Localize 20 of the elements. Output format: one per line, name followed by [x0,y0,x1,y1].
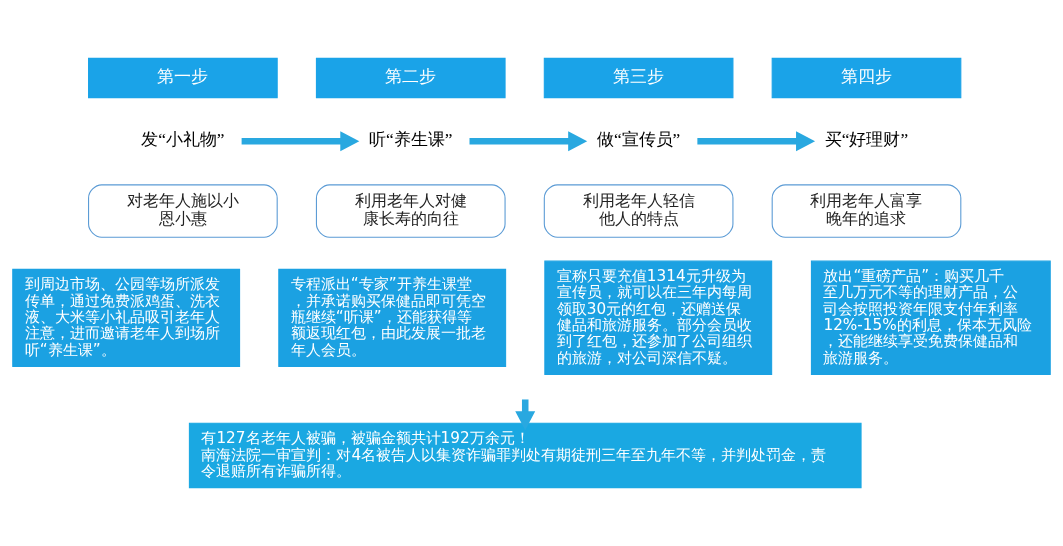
node-box: 宣称只要充值1314元升级为宣传员，就可以在三年内每周领取30元的红包，还赠送保健品和旅游服务。部分会员收到了红包，还参加了公司组织的旅游，对公司深信不疑。 [544,260,773,376]
node-text: 做“宣传员” [596,129,681,150]
node-text: 买“好理财” [824,129,909,150]
node-box: 有127名老年人被骗，被骗金额共计192万余元！ 南海法院一审宣判：对4名被告人以集资诈骗罪判处有期徒刑三年至九年不等，并判处罚金，责令退赔所有诈骗所得。 [188,422,862,489]
node-box: 放出“重磅产品”：购买几千至几万元不等的理财产品，公司会按照投资年限支付年利率12%-15%的利息，保本无风险，还能继续享受免费保健品和旅游服务。 [810,260,1051,376]
arrow [697,131,816,152]
node-box: 利用老年人富享晚年的追求 [771,184,962,238]
node-box: 对老年人施以小恩小惠 [88,184,278,238]
node-text: 发“小礼物” [141,129,225,150]
arrow [241,131,360,152]
node-box: 第一步 [88,57,278,99]
node-text: 听“养生课” [369,129,453,150]
node-box: 到周边市场、公园等场所派发传单，通过免费派鸡蛋、洗衣液、大米等小礼品吸引老年人注意，进而邀请老年人到场所听“养生课”。 [12,268,241,367]
node-box: 第三步 [543,57,734,99]
node-box: 利用老年人对健康长寿的向往 [315,184,506,238]
node-box: 第四步 [771,57,962,99]
arrow [469,131,588,152]
node-box: 专程派出“专家”开养生课堂，并承诺购买保健品即可凭空瓶继续“听课”，还能获得等额返现红包，由此发展一批老年人会员。 [278,268,507,367]
node-box: 利用老年人轻信他人的特点 [543,184,734,238]
node-box: 第二步 [315,57,506,99]
